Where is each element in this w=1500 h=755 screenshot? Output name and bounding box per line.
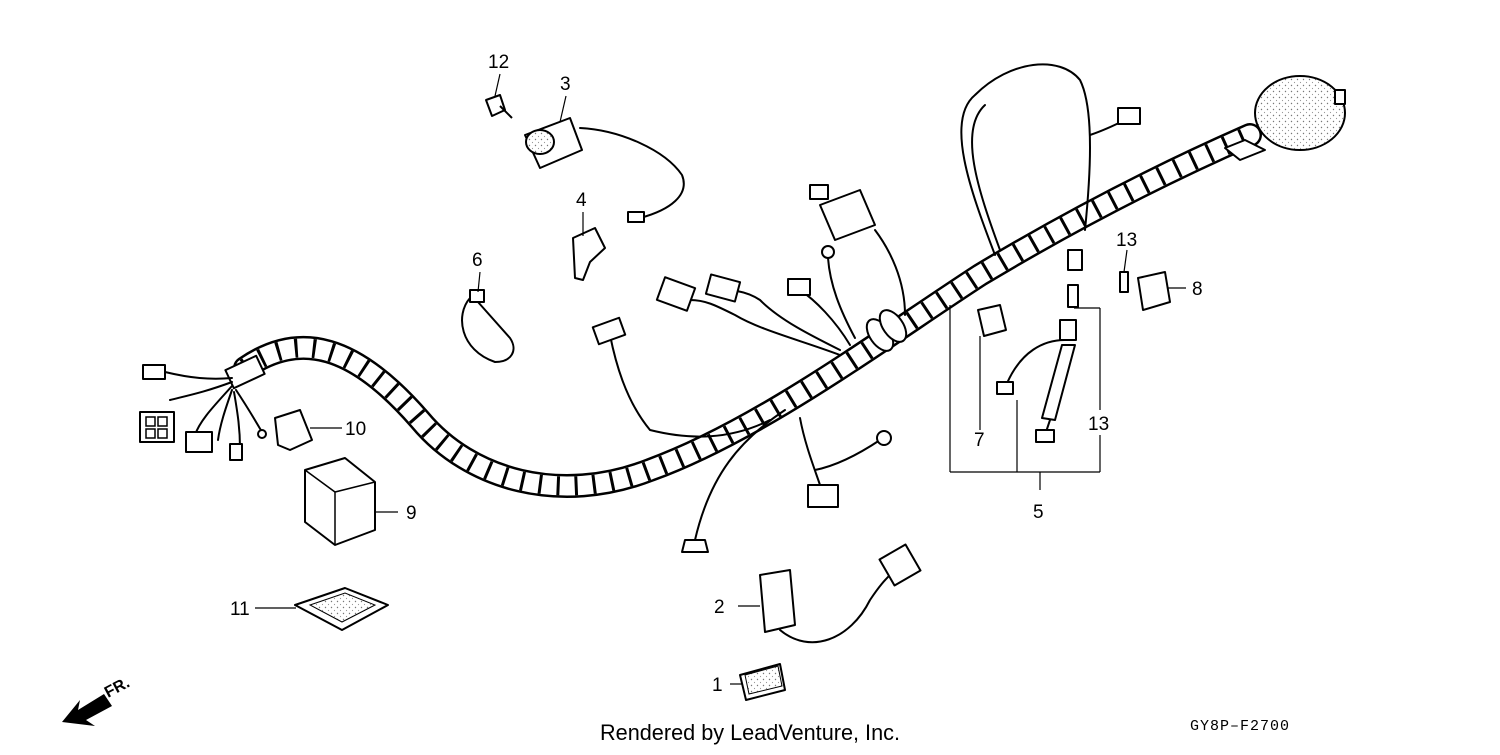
callout-5: 5 bbox=[1033, 502, 1044, 523]
callout-12: 12 bbox=[488, 52, 509, 73]
part-11-rubber-mount bbox=[294, 587, 389, 631]
part-12-screw bbox=[485, 94, 513, 119]
front-label: FR. bbox=[102, 674, 133, 701]
part-8-cap bbox=[1137, 271, 1171, 311]
harness-left-connectors bbox=[139, 364, 267, 461]
rendered-by-credit: Rendered by LeadVenture, Inc. bbox=[600, 720, 900, 745]
callout-13-sub: 13 bbox=[1088, 414, 1109, 435]
part-3-ignition-coil bbox=[524, 117, 685, 223]
callout-10: 10 bbox=[345, 419, 366, 440]
callout-1: 1 bbox=[712, 675, 723, 696]
part-7-connector bbox=[977, 304, 1007, 337]
part-2-regulator bbox=[759, 543, 922, 644]
callout-9: 9 bbox=[406, 503, 417, 524]
harness-branches bbox=[591, 63, 1141, 553]
callout-3: 3 bbox=[560, 74, 571, 95]
callout-8: 8 bbox=[1192, 279, 1203, 300]
part-6-harness-band bbox=[461, 289, 515, 363]
callout-6: 6 bbox=[472, 250, 483, 271]
callout-11: 11 bbox=[230, 599, 250, 620]
leader-lines bbox=[255, 73, 1186, 685]
callout-4: 4 bbox=[576, 190, 587, 211]
part-9-relay-unit bbox=[304, 457, 376, 546]
part-10-bracket bbox=[274, 409, 313, 451]
callout-labels: 1 2 3 4 5 6 7 8 9 10 11 12 13 13 bbox=[230, 52, 1203, 696]
part-5-sub-harness bbox=[996, 271, 1129, 443]
callout-2: 2 bbox=[714, 597, 725, 618]
part-1-fuse-box bbox=[739, 663, 786, 701]
harness-grommet bbox=[865, 309, 908, 352]
harness-right-end-housing bbox=[1224, 75, 1346, 161]
main-wire-harness bbox=[224, 123, 1262, 498]
part-4-spark-plug-cap bbox=[572, 227, 606, 281]
callout-7: 7 bbox=[974, 430, 985, 451]
front-direction-arrow: FR. bbox=[62, 674, 133, 726]
diagram-code: GY8P–F2700 bbox=[1190, 718, 1290, 735]
callout-13-fuse: 13 bbox=[1116, 230, 1137, 251]
harness-end-sleeve bbox=[224, 354, 266, 390]
